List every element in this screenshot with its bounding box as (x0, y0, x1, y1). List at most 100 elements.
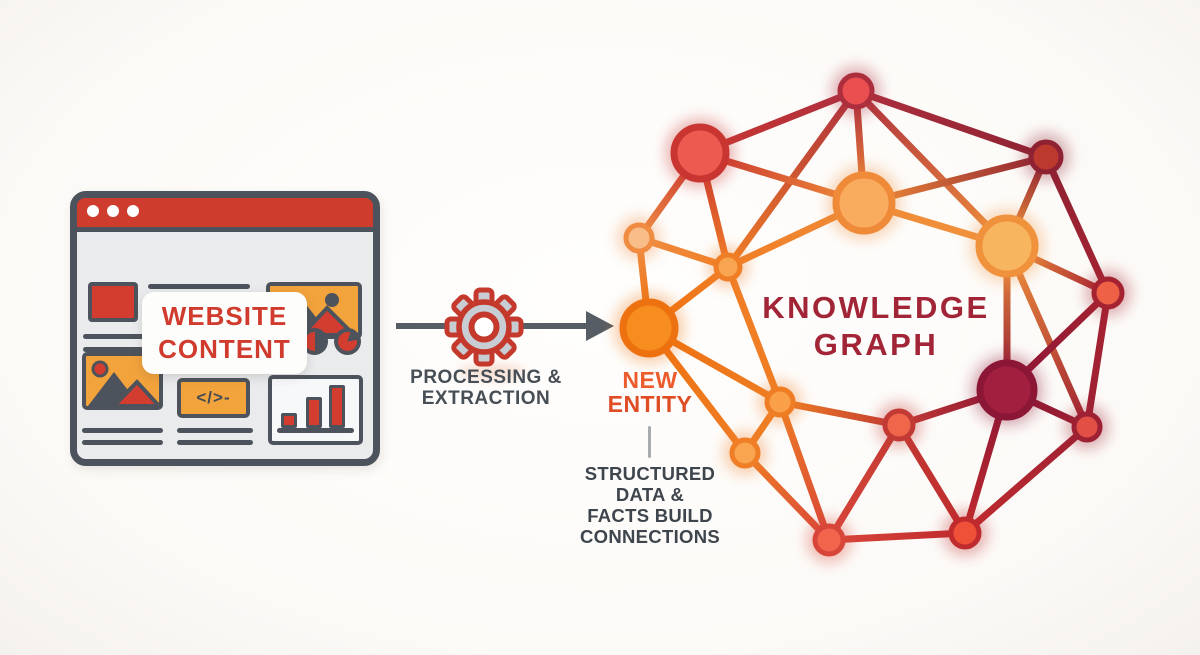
node-glow (1022, 133, 1070, 181)
graph-edge (895, 386, 1011, 429)
label-connector-line (648, 426, 651, 458)
graph-edge (776, 398, 903, 429)
graph-edge (635, 234, 653, 332)
node-glow (942, 510, 988, 556)
processing-label-line1: PROCESSING & (410, 367, 562, 388)
graph-node-o (812, 523, 846, 557)
graph-edge (741, 398, 784, 457)
graph-edge (961, 423, 1091, 537)
mountain-photo-icon (88, 360, 159, 406)
graph-edge (852, 87, 868, 207)
graph-node-b (670, 123, 730, 183)
graph-node-n (729, 437, 761, 469)
website-content-line2: CONTENT (158, 334, 291, 364)
graph-edge (724, 87, 860, 271)
node-glow (614, 293, 684, 363)
graph-node-c (832, 171, 896, 235)
graph-edge (825, 529, 969, 544)
new-entity-label: NEW ENTITY (575, 368, 725, 416)
graph-node-m (1071, 411, 1103, 443)
text-line (82, 428, 163, 433)
graph-node-h (619, 298, 679, 358)
website-content-label-card: WEBSITE CONTENT (142, 292, 307, 374)
graph-edge (724, 199, 868, 271)
caption-line3: FACTS BUILD (587, 505, 713, 526)
knowledge-graph-title: KNOWLEDGE GRAPH (740, 289, 1012, 363)
graph-node-g (713, 252, 743, 282)
text-line (177, 428, 253, 433)
graph-node-j (976, 359, 1038, 421)
kg-title-line2: GRAPH (813, 327, 939, 362)
graph-edge (1003, 153, 1050, 250)
graph-edge (776, 398, 833, 544)
graph-edge (825, 421, 903, 544)
graph-edge (1042, 153, 1112, 297)
node-glow (876, 402, 922, 448)
graph-node-k (764, 386, 796, 418)
graph-edge (1003, 289, 1112, 394)
code-glyph: </>- (196, 388, 231, 407)
graph-edge (645, 263, 732, 332)
bar (329, 385, 345, 428)
node-glow (971, 354, 1043, 426)
browser-window: </>- WEBSITE CONTENT (70, 191, 380, 466)
node-glow (665, 118, 735, 188)
graph-edge (1003, 242, 1112, 297)
node-glow (806, 517, 852, 563)
window-dot-icon (87, 205, 99, 217)
graph-edge (696, 149, 732, 271)
bar (281, 413, 297, 428)
chart-baseline (277, 428, 354, 433)
graph-node-i (1091, 276, 1125, 310)
node-glow (827, 166, 901, 240)
graph-edge (696, 87, 860, 157)
graph-edge (1003, 386, 1091, 431)
graph-edge (961, 386, 1011, 537)
website-content-line1: WEBSITE (161, 301, 288, 331)
graph-edge (860, 199, 1011, 250)
graph-edge (741, 449, 833, 544)
node-glow (617, 216, 661, 260)
caption-line2: DATA & (615, 484, 685, 505)
window-dot-icon (107, 205, 119, 217)
window-dot-icon (127, 205, 139, 217)
bar (306, 397, 322, 428)
graph-edge (635, 234, 732, 271)
structured-data-caption: STRUCTURED DATA & FACTS BUILD CONNECTION… (565, 463, 735, 547)
graph-node-l (882, 408, 916, 442)
flow-arrow-head-icon (586, 311, 614, 341)
graph-node-a (837, 72, 875, 110)
new-entity-line1: NEW (622, 367, 678, 393)
new-entity-line2: ENTITY (607, 391, 693, 417)
node-glow (707, 246, 749, 288)
graph-edge (635, 149, 704, 242)
browser-titlebar (77, 198, 373, 232)
graph-edge (1003, 242, 1091, 431)
graph-edge (860, 153, 1050, 207)
graph-node-f (623, 222, 655, 254)
node-glow (758, 380, 802, 424)
graph-edge (895, 421, 969, 537)
mini-bar-chart (268, 375, 363, 445)
gear-icon (444, 287, 524, 367)
kg-title-line1: KNOWLEDGE (762, 290, 990, 325)
node-glow (1065, 405, 1109, 449)
hero-image-placeholder (88, 282, 138, 322)
node-glow (831, 66, 881, 116)
text-line (177, 440, 253, 445)
code-snippet-block: </>- (177, 378, 250, 418)
pie-chart-icon (334, 328, 361, 355)
graph-node-d (1028, 139, 1064, 175)
graph-node-p (948, 516, 982, 550)
graph-node-e (975, 214, 1039, 278)
graph-edge (852, 87, 1050, 161)
node-glow (970, 209, 1044, 283)
graph-edge (696, 149, 868, 207)
node-glow (1085, 270, 1131, 316)
caption-line1: STRUCTURED (584, 463, 716, 484)
graph-edge (1083, 289, 1112, 431)
caption-line4: CONNECTIONS (580, 526, 720, 547)
text-line (82, 440, 163, 445)
processing-extraction-label: PROCESSING & EXTRACTION (396, 367, 576, 409)
